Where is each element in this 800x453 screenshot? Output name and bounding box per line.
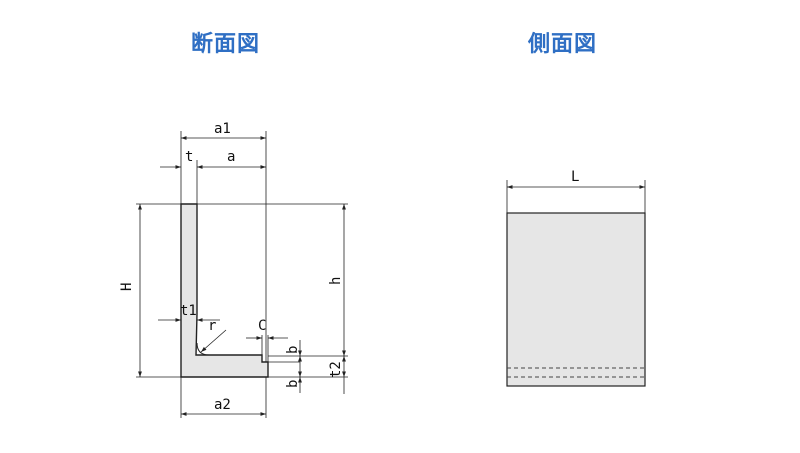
label-a1: a1 (214, 121, 231, 137)
cross-section-drawing: a1 t a H h t1 r C b b t2 a2 (119, 121, 348, 418)
label-t1: t1 (180, 303, 197, 319)
label-a2: a2 (214, 397, 231, 413)
label-b-upper: b (285, 346, 301, 354)
dim-line-r (200, 329, 227, 353)
side-view-drawing: L (506, 169, 646, 387)
label-H: H (119, 283, 135, 291)
label-b-lower: b (285, 380, 301, 388)
label-C: C (258, 318, 266, 334)
label-L: L (571, 169, 579, 185)
extension-lines (136, 131, 348, 418)
side-view-title: 側面図 (528, 32, 598, 57)
label-r: r (208, 318, 216, 334)
label-t: t (185, 149, 193, 165)
label-a: a (227, 149, 235, 165)
cross-section-title: 断面図 (191, 32, 261, 57)
angle-profile-shape (180, 203, 269, 378)
side-view-rect (506, 212, 646, 387)
label-t2: t2 (328, 361, 344, 378)
fillet-r-arc (196, 342, 210, 356)
label-h: h (328, 277, 344, 285)
